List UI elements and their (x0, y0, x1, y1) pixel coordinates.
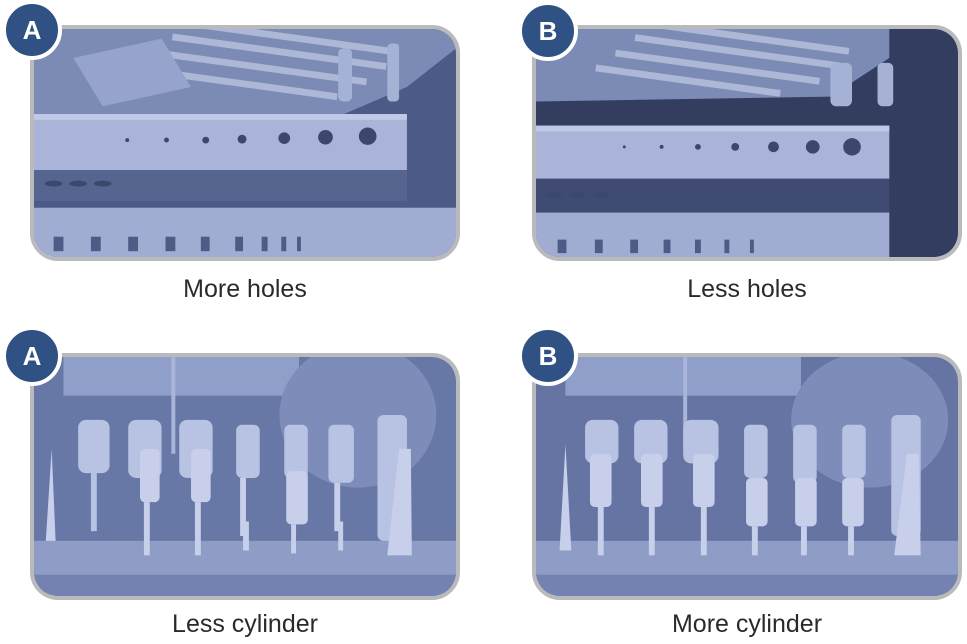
cylinder-print-photo-b (536, 357, 958, 596)
caption-more-cylinder: More cylinder (671, 610, 823, 638)
caption-less-cylinder: Less cylinder (172, 610, 318, 638)
badge-b-bottom: B (518, 326, 578, 386)
caption-more-holes: More holes (183, 275, 307, 303)
photo-panel-more-cylinder (532, 353, 962, 600)
photo-panel-more-holes (30, 25, 460, 261)
badge-a-top: A (2, 0, 62, 60)
badge-a-bottom: A (2, 326, 62, 386)
photo-panel-less-cylinder (30, 353, 460, 600)
holes-print-photo-a (34, 29, 456, 257)
caption-less-holes: Less holes (687, 275, 807, 303)
badge-b-top: B (518, 1, 578, 61)
holes-print-photo-b (536, 29, 958, 257)
cylinder-print-photo-a (34, 357, 456, 596)
photo-panel-less-holes (532, 25, 962, 261)
